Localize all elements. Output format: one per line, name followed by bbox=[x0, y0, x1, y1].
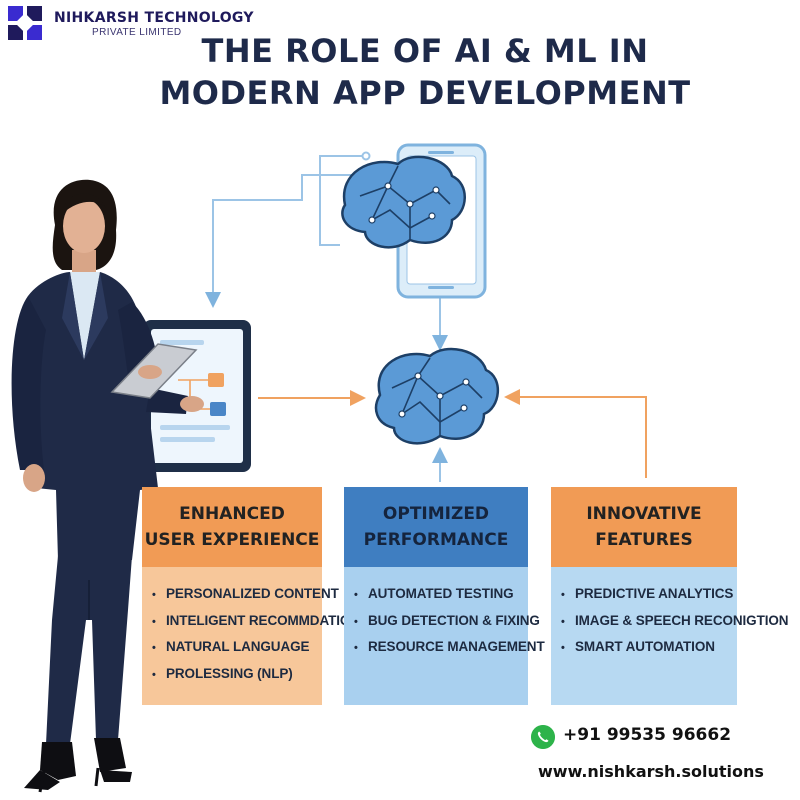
bullet-icon: • bbox=[152, 668, 156, 681]
list-item-label: RESOURCE MANAGEMENT bbox=[368, 639, 545, 654]
feature-list: • AUTOMATED TESTING • BUG DETECTION & FIXI… bbox=[354, 581, 545, 661]
list-item: • PERSONALIZED CONTENT bbox=[152, 581, 339, 608]
bullet-icon: • bbox=[561, 589, 565, 601]
list-item-label: AUTOMATED TESTING bbox=[368, 586, 514, 601]
list-item: • RESOURCE MANAGEMENT bbox=[354, 634, 545, 661]
orange-connectors bbox=[258, 389, 647, 478]
column-heading-line-2: FEATURES bbox=[595, 530, 693, 550]
column-optimized-performance: OPTIMIZED PERFORMANCE • AUTOMATED TESTING… bbox=[344, 487, 545, 705]
brain-icon-top bbox=[341, 155, 466, 249]
column-heading-line-1: OPTIMIZED bbox=[382, 504, 490, 524]
bullet-icon: • bbox=[354, 615, 358, 628]
phone-number[interactable]: +91 99535 96662 bbox=[563, 725, 732, 745]
bullet-icon: • bbox=[152, 615, 156, 628]
connector-lines bbox=[205, 155, 448, 482]
column-heading-line-2: USER EXPERIENCE bbox=[144, 530, 320, 550]
list-item-label: NATURAL LANGUAGE bbox=[166, 639, 310, 654]
bullet-icon: • bbox=[561, 615, 565, 628]
list-item-label: BUG DETECTION & FIXING bbox=[368, 612, 540, 628]
column-body: • PREDICTIVE ANALYTICS • IMAGE & SPEECH RE… bbox=[551, 567, 789, 705]
list-item: • SMART AUTOMATION bbox=[561, 634, 737, 661]
list-item: • BUG DETECTION & FIXING bbox=[354, 608, 540, 635]
logo-mark bbox=[8, 6, 42, 40]
column-heading-line-1: ENHANCED bbox=[179, 504, 285, 524]
page-title: THE ROLE OF AI & ML IN MODERN APP DEVELO… bbox=[120, 30, 730, 114]
brain-icon-center bbox=[374, 347, 500, 445]
column-innovative-features: INNOVATIVE FEATURES • PREDICTIVE ANALYTIC… bbox=[551, 487, 789, 705]
list-item-label: INTELIGENT RECOMMDATIONS bbox=[166, 612, 369, 628]
website-link[interactable]: www.nishkarsh.solutions bbox=[538, 762, 764, 781]
bullet-icon: • bbox=[354, 642, 358, 654]
brand-subtitle: PRIVATE LIMITED bbox=[92, 27, 182, 38]
column-heading-line-1: INNOVATIVE bbox=[586, 504, 702, 524]
column-heading-line-2: PERFORMANCE bbox=[363, 530, 509, 550]
list-item: • AUTOMATED TESTING bbox=[354, 581, 528, 608]
bullet-icon: • bbox=[354, 589, 358, 601]
bullet-icon: • bbox=[561, 642, 565, 654]
column-body: •PERSONALIZED CONTENT •INTELIGENT RECOMM… bbox=[142, 567, 369, 705]
list-item: • PREDICTIVE ANALYTICS bbox=[561, 581, 737, 608]
list-item-label: IMAGE & SPEECH RECONIGTION bbox=[575, 612, 789, 628]
businesswoman-illustration bbox=[11, 179, 204, 793]
column-heading: OPTIMIZED PERFORMANCE bbox=[344, 487, 528, 567]
list-item: • IMAGE & SPEECH RECONIGTION bbox=[561, 608, 789, 635]
column-heading: INNOVATIVE FEATURES bbox=[551, 487, 737, 567]
list-item-label: PROLESSING (NLP) bbox=[166, 665, 293, 681]
phone-call-icon[interactable] bbox=[531, 725, 555, 749]
title-line-2: MODERN APP DEVELOPMENT bbox=[159, 74, 691, 112]
list-item-label: PREDICTIVE ANALYTICS bbox=[575, 586, 734, 601]
brand-name: NIHKARSH TECHNOLOGY bbox=[54, 10, 254, 26]
column-body: • AUTOMATED TESTING • BUG DETECTION & FIXI… bbox=[344, 567, 545, 705]
list-item: • NATURAL LANGUAGE bbox=[152, 634, 322, 661]
column-enhanced-user-experience: ENHANCED USER EXPERIENCE • PERSONALIZED C… bbox=[142, 487, 369, 705]
column-heading: ENHANCED USER EXPERIENCE bbox=[142, 487, 322, 567]
feature-list: • PREDICTIVE ANALYTICS • IMAGE & SPEECH RE… bbox=[561, 581, 789, 661]
bullet-icon: • bbox=[152, 642, 156, 654]
feature-list: •PERSONALIZED CONTENT •INTELIGENT RECOMM… bbox=[152, 581, 369, 688]
list-item: • PROLESSING (NLP) bbox=[152, 661, 322, 688]
list-item: •INTELIGENT RECOMMDATIONS bbox=[152, 608, 369, 635]
bullet-icon: • bbox=[152, 589, 156, 601]
title-line-1: THE ROLE OF AI & ML IN bbox=[201, 32, 649, 70]
list-item-label: SMART AUTOMATION bbox=[575, 639, 715, 654]
list-item-label: PERSONALIZED CONTENT bbox=[166, 586, 339, 601]
